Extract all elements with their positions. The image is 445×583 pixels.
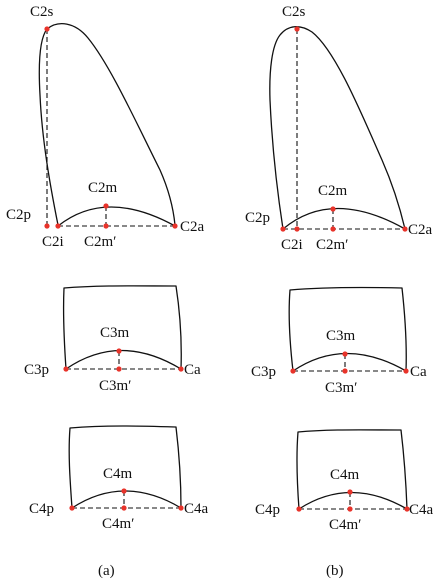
c2i-point: [294, 226, 300, 232]
c2-endplate-curve: [57, 206, 176, 227]
ca-label: Ca: [184, 362, 201, 378]
panel-caption-a: (a): [98, 563, 115, 579]
c4p-point: [69, 505, 75, 511]
c4m-point: [347, 489, 353, 495]
c4m-prime-label: C4m′: [329, 517, 361, 533]
c4-vertebra-b: C4m C4p C4m′ C4a: [255, 429, 434, 533]
c2s-label: C2s: [282, 4, 306, 20]
c4m-prime-point: [347, 506, 353, 512]
c3m-point: [342, 351, 348, 357]
c2m-label: C2m: [88, 180, 118, 196]
c2s-point: [44, 26, 50, 32]
c4p-point: [296, 506, 302, 512]
c3-endplate-curve: [292, 352, 407, 372]
c3p-point: [63, 366, 69, 372]
c4m-prime-point: [121, 505, 127, 511]
c3-vertebra-a: C3m C3p C3m′ Ca: [24, 285, 201, 394]
c4m-prime-label: C4m′: [102, 516, 134, 532]
c2-outline: [38, 23, 176, 226]
c3-outline: [288, 286, 407, 372]
c4a-point: [178, 505, 184, 511]
c4-endplate-curve: [71, 490, 182, 509]
c2s-label: C2s: [30, 4, 54, 20]
panel-caption-b: (b): [326, 563, 344, 579]
c2m-prime-label: C2m′: [84, 234, 116, 250]
c4m-label: C4m: [103, 466, 133, 482]
c4a-label: C4a: [409, 502, 434, 518]
c4-endplate-curve: [298, 491, 408, 510]
c2m-prime-point: [330, 226, 336, 232]
c3m-prime-label: C3m′: [325, 380, 357, 396]
c4p-label: C4p: [29, 501, 54, 517]
c2m-label: C2m: [318, 183, 348, 199]
c3p-label: C3p: [251, 364, 276, 380]
panel-a: C2s C2p C2i C2m C2m′ C2a C3m C3p C3m′ Ca: [6, 4, 209, 579]
c4m-point: [121, 488, 127, 494]
c2p-point: [55, 223, 61, 229]
c4p-label: C4p: [255, 502, 280, 518]
c3p-point: [290, 368, 296, 374]
c3m-prime-label: C3m′: [99, 378, 131, 394]
c2m-prime-point: [103, 223, 109, 229]
panel-b: C2s C2p C2i C2m C2m′ C2a C3m C3p C3m′ Ca: [245, 4, 434, 579]
c2a-point: [172, 223, 178, 229]
c2-vertebra-b: C2s C2p C2i C2m C2m′ C2a: [245, 4, 433, 253]
c2m-point: [330, 206, 336, 212]
ca-point: [403, 368, 409, 374]
c2p-label: C2p: [245, 210, 270, 226]
c3m-label: C3m: [100, 325, 130, 341]
c2p-label: C2p: [6, 207, 31, 223]
c2m-point: [103, 203, 109, 209]
c2i-point: [44, 223, 50, 229]
c3m-point: [116, 348, 122, 354]
c2a-point: [402, 226, 408, 232]
c3p-label: C3p: [24, 362, 49, 378]
c3-outline: [62, 285, 182, 370]
c2p-point: [280, 226, 286, 232]
c4a-point: [404, 506, 410, 512]
c4-outline: [68, 425, 182, 509]
c2-vertebra-a: C2s C2p C2i C2m C2m′ C2a: [6, 4, 205, 250]
ca-point: [178, 366, 184, 372]
c2i-label: C2i: [281, 237, 303, 253]
c3-vertebra-b: C3m C3p C3m′ Ca: [251, 286, 427, 396]
c2a-label: C2a: [408, 222, 433, 238]
ca-label: Ca: [410, 364, 427, 380]
c2i-label: C2i: [42, 234, 64, 250]
c3m-prime-point: [342, 368, 348, 374]
c4-outline: [296, 429, 408, 510]
c3-endplate-curve: [65, 349, 182, 370]
c3m-label: C3m: [326, 328, 356, 344]
c2a-label: C2a: [180, 219, 205, 235]
c2s-point: [294, 26, 300, 32]
c4-vertebra-a: C4m C4p C4m′ C4a: [29, 425, 209, 532]
c3m-prime-point: [116, 366, 122, 372]
c4m-label: C4m: [330, 467, 360, 483]
c2-endplate-curve: [282, 207, 406, 230]
c2m-prime-label: C2m′: [316, 237, 348, 253]
c4a-label: C4a: [184, 501, 209, 517]
